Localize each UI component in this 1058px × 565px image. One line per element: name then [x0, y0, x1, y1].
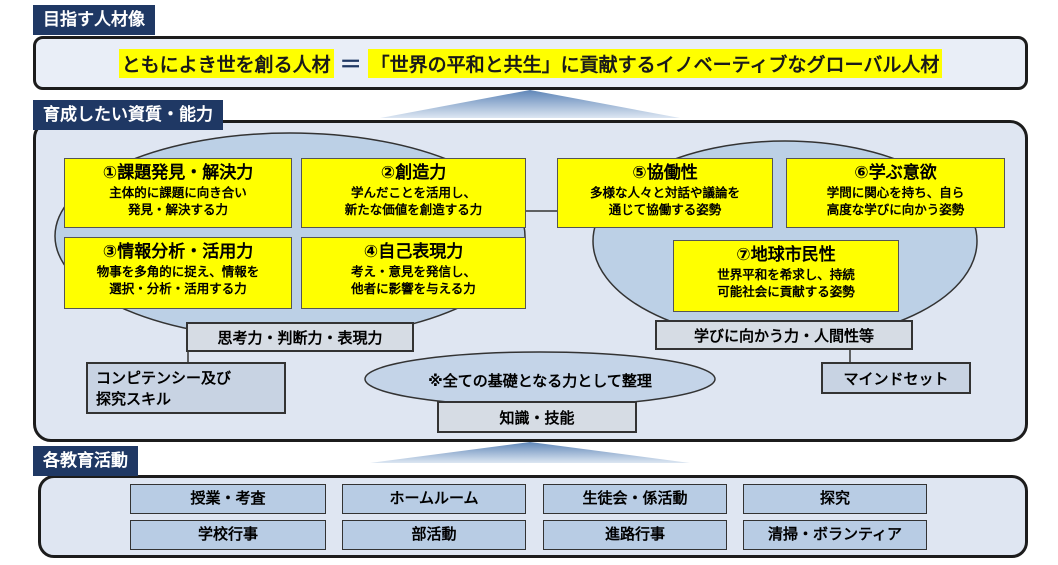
ability-collaboration: ⑤協働性 多様な人々と対話や議論を 通じて協働する姿勢	[557, 158, 773, 228]
attitude-humanity-label: 学びに向かう力・人間性等	[655, 320, 913, 350]
upward-arrow-top	[380, 90, 680, 118]
ability-desc: 発見・解決する力	[127, 202, 228, 217]
competency-skills-box: コンピテンシー及び 探究スキル	[86, 362, 286, 414]
activity-career-events: 進路行事	[543, 520, 727, 550]
ability-desc: 考え・意見を発信し、	[350, 264, 476, 279]
goal-part2: 「世界の平和と共生」に貢献するイノベーティブなグローバル人材	[367, 48, 943, 78]
ability-title: ②創造力	[380, 163, 447, 183]
thinking-judgment-expression-label: 思考力・判断力・表現力	[186, 322, 414, 352]
ability-title: ⑤協働性	[632, 163, 698, 183]
activities-section-tab: 各教育活動	[33, 446, 138, 476]
goal-statement-box: ともによき世を創る人材 ＝ 「世界の平和と共生」に貢献するイノベーティブなグロー…	[33, 36, 1028, 90]
ability-title: ⑥学ぶ意欲	[854, 163, 937, 183]
activity-homeroom: ホームルーム	[342, 484, 526, 514]
competency-line: コンピテンシー及び	[96, 369, 232, 387]
ability-desc: 世界平和を希求し、持続	[717, 267, 855, 282]
upward-arrow-bottom	[370, 442, 690, 463]
goal-section-tab: 目指す人材像	[33, 5, 155, 35]
goal-part1: ともによき世を創る人材	[118, 48, 334, 78]
activity-cleaning-volunteer: 清掃・ボランティア	[743, 520, 927, 550]
ability-desc: 学問に関心を持ち、自ら	[826, 185, 965, 200]
ability-learning-motivation: ⑥学ぶ意欲 学問に関心を持ち、自ら 高度な学びに向かう姿勢	[786, 158, 1005, 228]
competency-line: 探究スキル	[96, 390, 172, 408]
ability-desc: 多様な人々と対話や議論を	[589, 185, 740, 200]
ability-desc: 新たな価値を創造する力	[344, 202, 483, 217]
ability-desc: 学んだことを活用し、	[350, 185, 476, 200]
activity-club-activities: 部活動	[342, 520, 526, 550]
ability-title: ④自己表現力	[363, 242, 464, 262]
ability-desc: 高度な学びに向かう姿勢	[826, 202, 965, 217]
knowledge-skills-label: 知識・技能	[437, 401, 637, 433]
goal-equals-sign: ＝	[339, 53, 362, 78]
ability-creativity: ②創造力 学んだことを活用し、 新たな価値を創造する力	[301, 158, 526, 228]
ability-desc: 主体的に課題に向き合い	[109, 185, 247, 200]
foundation-note: ※全ての基礎となる力として整理	[428, 371, 652, 390]
ability-global-citizenship: ⑦地球市民性 世界平和を希求し、持続 可能社会に貢献する姿勢	[673, 240, 899, 312]
ability-information-analysis: ③情報分析・活用力 物事を多角的に捉え、情報を 選択・分析・活用する力	[64, 237, 292, 309]
activity-school-events: 学校行事	[130, 520, 326, 550]
ability-title: ③情報分析・活用力	[102, 242, 254, 262]
ability-desc: 物事を多角的に捉え、情報を	[96, 264, 260, 279]
ability-desc: 通じて協働する姿勢	[608, 202, 722, 217]
abilities-section-tab: 育成したい資質・能力	[33, 100, 223, 130]
activity-inquiry: 探究	[743, 484, 927, 514]
mindset-box: マインドセット	[821, 362, 971, 394]
ability-desc: 選択・分析・活用する力	[109, 281, 247, 296]
ability-desc: 可能社会に貢献する姿勢	[717, 284, 855, 299]
ability-title: ①課題発見・解決力	[102, 163, 254, 183]
activity-student-council: 生徒会・係活動	[543, 484, 727, 514]
ability-desc: 他者に影響を与える力	[351, 281, 476, 296]
ability-self-expression: ④自己表現力 考え・意見を発信し、 他者に影響を与える力	[301, 237, 526, 309]
activity-classes-exams: 授業・考査	[130, 484, 326, 514]
ability-title: ⑦地球市民性	[736, 245, 836, 265]
ability-problem-solving: ①課題発見・解決力 主体的に課題に向き合い 発見・解決する力	[64, 158, 292, 228]
